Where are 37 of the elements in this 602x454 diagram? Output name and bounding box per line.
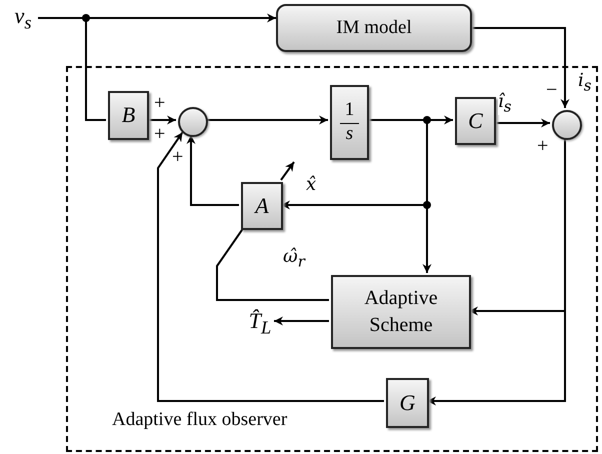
sign-label: + bbox=[154, 124, 166, 144]
observer-boundary bbox=[66, 66, 598, 452]
block-label: B bbox=[122, 103, 136, 128]
summing-junction bbox=[552, 110, 582, 140]
process-box bbox=[331, 275, 471, 349]
block-label: A bbox=[255, 194, 269, 218]
signal-label: î$_{s}$ bbox=[498, 93, 512, 115]
sign-label: + bbox=[537, 136, 548, 156]
signal-label: i$_{s}$ bbox=[578, 72, 592, 94]
model-box bbox=[276, 4, 472, 52]
group-title: Adaptive flux observer bbox=[112, 410, 288, 431]
connector bbox=[274, 316, 329, 326]
gain-block bbox=[386, 378, 429, 428]
integrator-block bbox=[330, 85, 369, 160]
block-label: 1 bbox=[344, 100, 354, 121]
connector bbox=[147, 116, 176, 124]
connector bbox=[206, 116, 328, 125]
connector bbox=[427, 138, 566, 406]
sign-label: + bbox=[172, 147, 184, 167]
summing-junction bbox=[178, 107, 208, 137]
gain-block bbox=[108, 91, 149, 140]
sign-label: − bbox=[546, 80, 558, 100]
block-label: Adaptive Scheme bbox=[363, 286, 439, 338]
connector bbox=[216, 227, 329, 301]
block-label: G bbox=[400, 390, 416, 416]
gain-block bbox=[455, 97, 496, 145]
block-label: s bbox=[340, 123, 360, 145]
connector bbox=[186, 135, 239, 206]
sign-label: + bbox=[154, 93, 166, 113]
connector bbox=[472, 27, 570, 108]
connector bbox=[157, 132, 384, 402]
connector bbox=[494, 118, 550, 128]
signal-label: T̂$_{L}$ bbox=[248, 308, 272, 338]
block-label: C bbox=[468, 108, 483, 134]
block-label: IM model bbox=[336, 18, 412, 38]
signal-label: v$_{s}$ bbox=[14, 4, 32, 32]
gain-block bbox=[241, 182, 283, 230]
